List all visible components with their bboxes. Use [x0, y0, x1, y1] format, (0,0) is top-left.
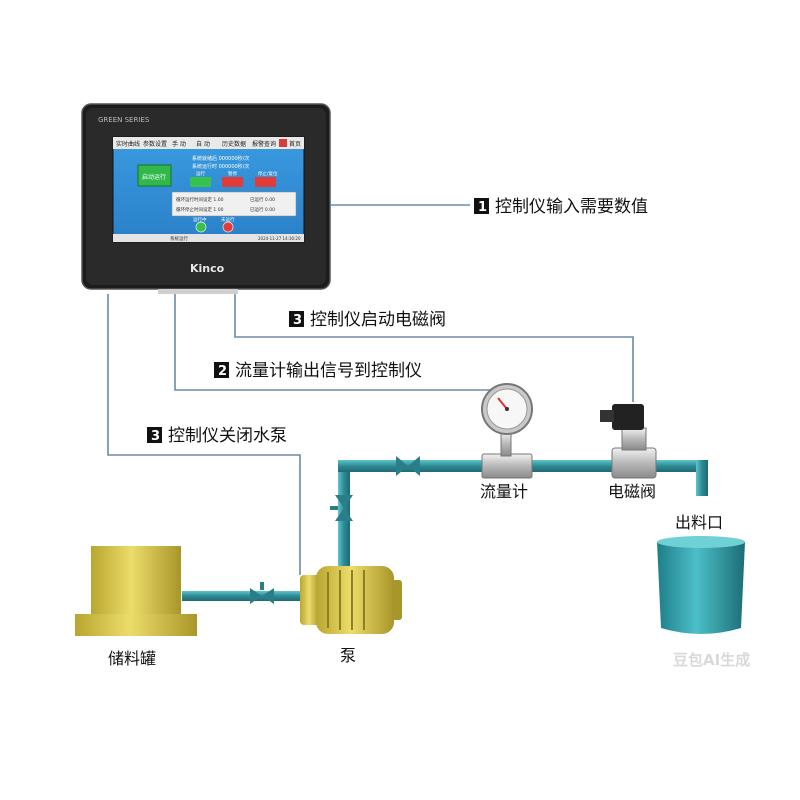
status-run-block[interactable] — [190, 177, 211, 187]
flowmeter-needle-hub — [505, 407, 509, 411]
pump-fins — [327, 570, 365, 630]
system-run-line: 系统运行时 000000秒/次 — [192, 163, 249, 170]
outlet-label: 出料口 — [675, 513, 723, 532]
bucket-body — [657, 542, 745, 634]
solenoid-bonnet — [621, 427, 647, 451]
solenoid-label: 电磁阀 — [608, 482, 656, 501]
hmi-brand-logo: Kinco — [190, 262, 225, 275]
pump-motor — [316, 566, 394, 634]
step1-text: 控制仪输入需要数值 — [495, 197, 648, 217]
solenoid-connector — [600, 410, 614, 422]
tab-manual[interactable]: 手 动 — [172, 140, 186, 148]
status-pause-block[interactable] — [222, 177, 243, 187]
wire-solenoid — [234, 294, 634, 402]
param-box — [171, 191, 297, 217]
indicator-running-lamp — [195, 221, 207, 233]
bucket-rim — [657, 536, 745, 548]
step3a-badge — [289, 311, 304, 327]
tab-home[interactable]: 首页 — [289, 140, 301, 148]
signal-wires — [107, 204, 634, 575]
watermark: 豆包AI生成 — [673, 651, 750, 669]
param-row2[interactable]: 循环停止时间设定 1.00 — [176, 206, 224, 213]
hmi-tab-bar — [113, 137, 304, 149]
tank-base — [75, 614, 197, 636]
home-icon[interactable] — [279, 139, 287, 147]
indicator-stopped-lamp — [222, 221, 234, 233]
start-run-button-label: 启动运行 — [142, 173, 166, 181]
solenoid-valve: 电磁阀 — [600, 404, 657, 501]
indicator-stopped-label: 未运行 — [221, 216, 235, 223]
status-stop-label: 停止/复位 — [258, 170, 278, 177]
step1-badge — [474, 198, 489, 214]
outlet-bucket: 出料口 — [657, 513, 745, 634]
tab-realtime-curve[interactable]: 实时曲线 — [116, 140, 140, 148]
wire-flowmeter — [174, 294, 507, 391]
param-row2-right: 已运行 0.00 — [250, 206, 275, 213]
valve-tank-line[interactable] — [250, 582, 274, 604]
status-stop-block[interactable] — [255, 177, 276, 187]
pump-flange — [300, 575, 320, 625]
step3b-text: 控制仪关闭水泵 — [168, 426, 287, 446]
step3a-text: 控制仪启动电磁阀 — [310, 310, 446, 330]
valve-riser[interactable] — [330, 495, 353, 521]
step-labels: 1 控制仪输入需要数值 3 控制仪启动电磁阀 2 流量计输出信号到控制仪 3 控… — [147, 197, 648, 446]
tank-body — [91, 546, 181, 616]
step2-text: 流量计输出信号到控制仪 — [235, 361, 422, 381]
indicator-running-label: 运行中 — [193, 216, 207, 223]
tab-history[interactable]: 历史数据 — [222, 140, 246, 148]
hmi-panel: GREEN SERIES Kinco 实时曲线 参数设置 手 动 自 动 历史数… — [81, 103, 331, 294]
step3a-number: 3 — [293, 313, 302, 328]
solenoid-coil — [612, 404, 644, 430]
flowmeter-label: 流量计 — [480, 482, 528, 501]
hmi-connector — [158, 289, 238, 294]
status-pause-label: 暂停 — [228, 170, 237, 177]
status-run-label: 运行 — [196, 170, 205, 177]
param-row1[interactable]: 循环运行时间设定 1.00 — [176, 196, 224, 203]
step3b-badge — [147, 427, 162, 443]
pump: 泵 — [300, 566, 402, 665]
system-start-line: 系统就绪后 000000秒/次 — [192, 155, 249, 162]
flowmeter-stem — [500, 431, 512, 457]
tab-param-settings[interactable]: 参数设置 — [143, 140, 167, 148]
hmi-screen — [112, 136, 305, 243]
storage-tank: 储料罐 — [75, 546, 197, 668]
step3b-number: 3 — [151, 429, 160, 444]
flowmeter: 流量计 — [480, 383, 533, 501]
flowmeter-needle — [497, 397, 508, 410]
solenoid-body — [611, 447, 657, 479]
hmi-tabs: 实时曲线 参数设置 手 动 自 动 历史数据 报警查询 首页 — [116, 139, 301, 148]
hmi-bottom-datetime: 2024-11-27 14:30:20 — [258, 236, 301, 241]
tab-auto[interactable]: 自 动 — [196, 140, 210, 148]
flowmeter-body — [481, 453, 533, 479]
step2-badge — [214, 362, 229, 378]
hmi-bottom-text: 系统运行 — [170, 235, 188, 242]
valves — [250, 456, 420, 604]
hmi-bottom-bar — [113, 234, 304, 242]
param-row1-right: 已运行 0.00 — [250, 196, 275, 203]
start-run-button[interactable] — [137, 164, 172, 187]
pump-label: 泵 — [340, 646, 356, 665]
step2-number: 2 — [218, 364, 227, 379]
pump-endcap — [392, 580, 402, 620]
step1-number: 1 — [478, 200, 487, 215]
hmi-series-label: GREEN SERIES — [98, 116, 150, 124]
tab-alarm[interactable]: 报警查询 — [252, 140, 276, 148]
pipe-tank-pump — [182, 591, 300, 601]
wire-pump — [107, 294, 301, 575]
valve-main-line[interactable] — [396, 456, 420, 476]
pipe-outlet — [696, 460, 708, 496]
tank-label: 储料罐 — [108, 649, 156, 668]
